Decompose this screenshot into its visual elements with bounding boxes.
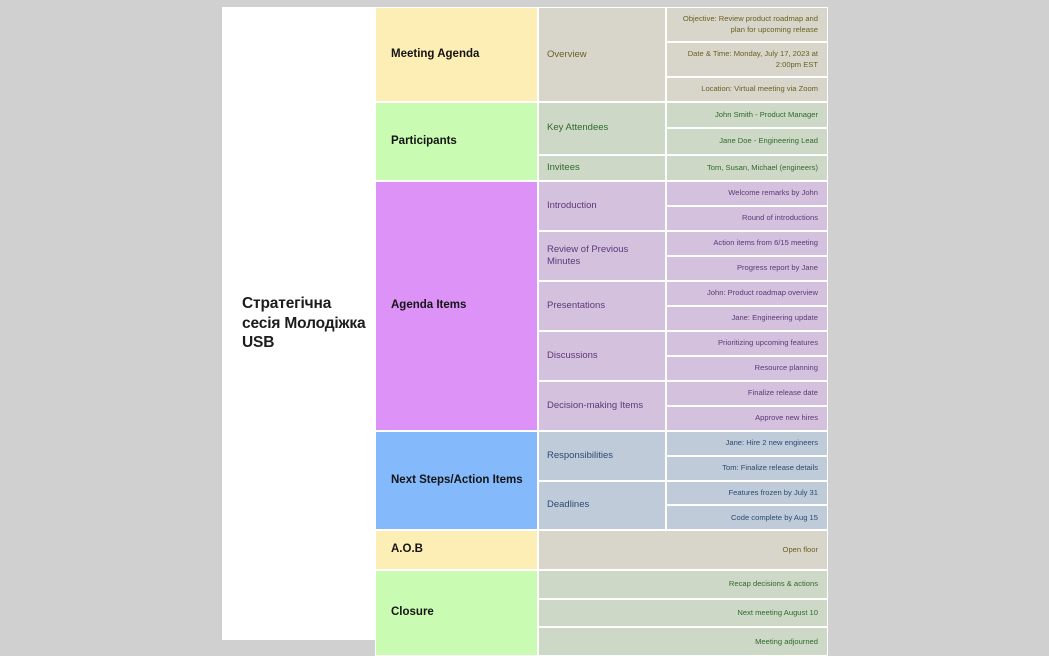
subgroup-label-review-of-previous-minutes[interactable]: Review of Previous Minutes	[538, 231, 666, 281]
detail-column: Tom, Susan, Michael (engineers)	[666, 154, 828, 181]
detail-cell[interactable]: Tom: Finalize release details	[666, 455, 828, 481]
subgroup-label-presentations[interactable]: Presentations	[538, 281, 666, 331]
detail-cell[interactable]: Jane: Engineering update	[666, 306, 828, 331]
subgroup-label-key-attendees[interactable]: Key Attendees	[538, 102, 666, 155]
detail-cell[interactable]: Jane Doe - Engineering Lead	[666, 128, 828, 155]
subgroup-label-deadlines[interactable]: Deadlines	[538, 480, 666, 530]
category-cell-a-o-b[interactable]: A.O.B	[375, 530, 538, 570]
subgroup-label-responsibilities[interactable]: Responsibilities	[538, 431, 666, 481]
subgroup-label-introduction[interactable]: Introduction	[538, 181, 666, 231]
detail-column: Open floor	[538, 530, 828, 570]
detail-cell[interactable]: John Smith - Product Manager	[666, 102, 828, 129]
detail-cell[interactable]: Meeting adjourned	[538, 627, 828, 656]
detail-cell[interactable]: Objective: Review product roadmap and pl…	[666, 7, 828, 43]
detail-cell[interactable]: Progress report by Jane	[666, 256, 828, 281]
detail-cell[interactable]: Recap decisions & actions	[538, 570, 828, 599]
detail-cell[interactable]: Features frozen by July 31	[666, 480, 828, 506]
detail-cell[interactable]: Welcome remarks by John	[666, 181, 828, 206]
title-pane: Стратегічна сесія Молодіжка USB	[222, 7, 375, 640]
detail-cell[interactable]: Action items from 6/15 meeting	[666, 231, 828, 256]
subgroup-label-decision-making-items[interactable]: Decision-making Items	[538, 381, 666, 431]
document-page: Стратегічна сесія Молодіжка USB Meeting …	[222, 7, 828, 656]
detail-cell[interactable]: Tom, Susan, Michael (engineers)	[666, 154, 828, 181]
category-cell-closure[interactable]: Closure	[375, 570, 538, 656]
detail-cell[interactable]: Prioritizing upcoming features	[666, 331, 828, 356]
detail-cell[interactable]: Finalize release date	[666, 381, 828, 406]
detail-cell[interactable]: John: Product roadmap overview	[666, 281, 828, 306]
detail-cell[interactable]: Round of introductions	[666, 206, 828, 231]
category-cell-participants[interactable]: Participants	[375, 102, 538, 181]
detail-cell[interactable]: Location: Virtual meeting via Zoom	[666, 77, 828, 102]
detail-cell[interactable]: Date & Time: Monday, July 17, 2023 at 2:…	[666, 42, 828, 78]
detail-column: Objective: Review product roadmap and pl…	[666, 7, 828, 102]
page-title: Стратегічна сесія Молодіжка USB	[242, 294, 366, 352]
category-cell-agenda-items[interactable]: Agenda Items	[375, 181, 538, 431]
category-cell-next-steps-action-items[interactable]: Next Steps/Action Items	[375, 431, 538, 530]
detail-cell[interactable]: Resource planning	[666, 356, 828, 381]
subgroup-label-overview[interactable]: Overview	[538, 7, 666, 102]
detail-cell[interactable]: Next meeting August 10	[538, 598, 828, 628]
detail-cell[interactable]: Approve new hires	[666, 406, 828, 431]
subgroup-label-discussions[interactable]: Discussions	[538, 331, 666, 381]
subgroup-label-invitees[interactable]: Invitees	[538, 154, 666, 181]
detail-cell[interactable]: Code complete by Aug 15	[666, 505, 828, 530]
detail-cell[interactable]: Open floor	[538, 530, 828, 570]
category-cell-meeting-agenda[interactable]: Meeting Agenda	[375, 7, 538, 102]
detail-cell[interactable]: Jane: Hire 2 new engineers	[666, 431, 828, 456]
